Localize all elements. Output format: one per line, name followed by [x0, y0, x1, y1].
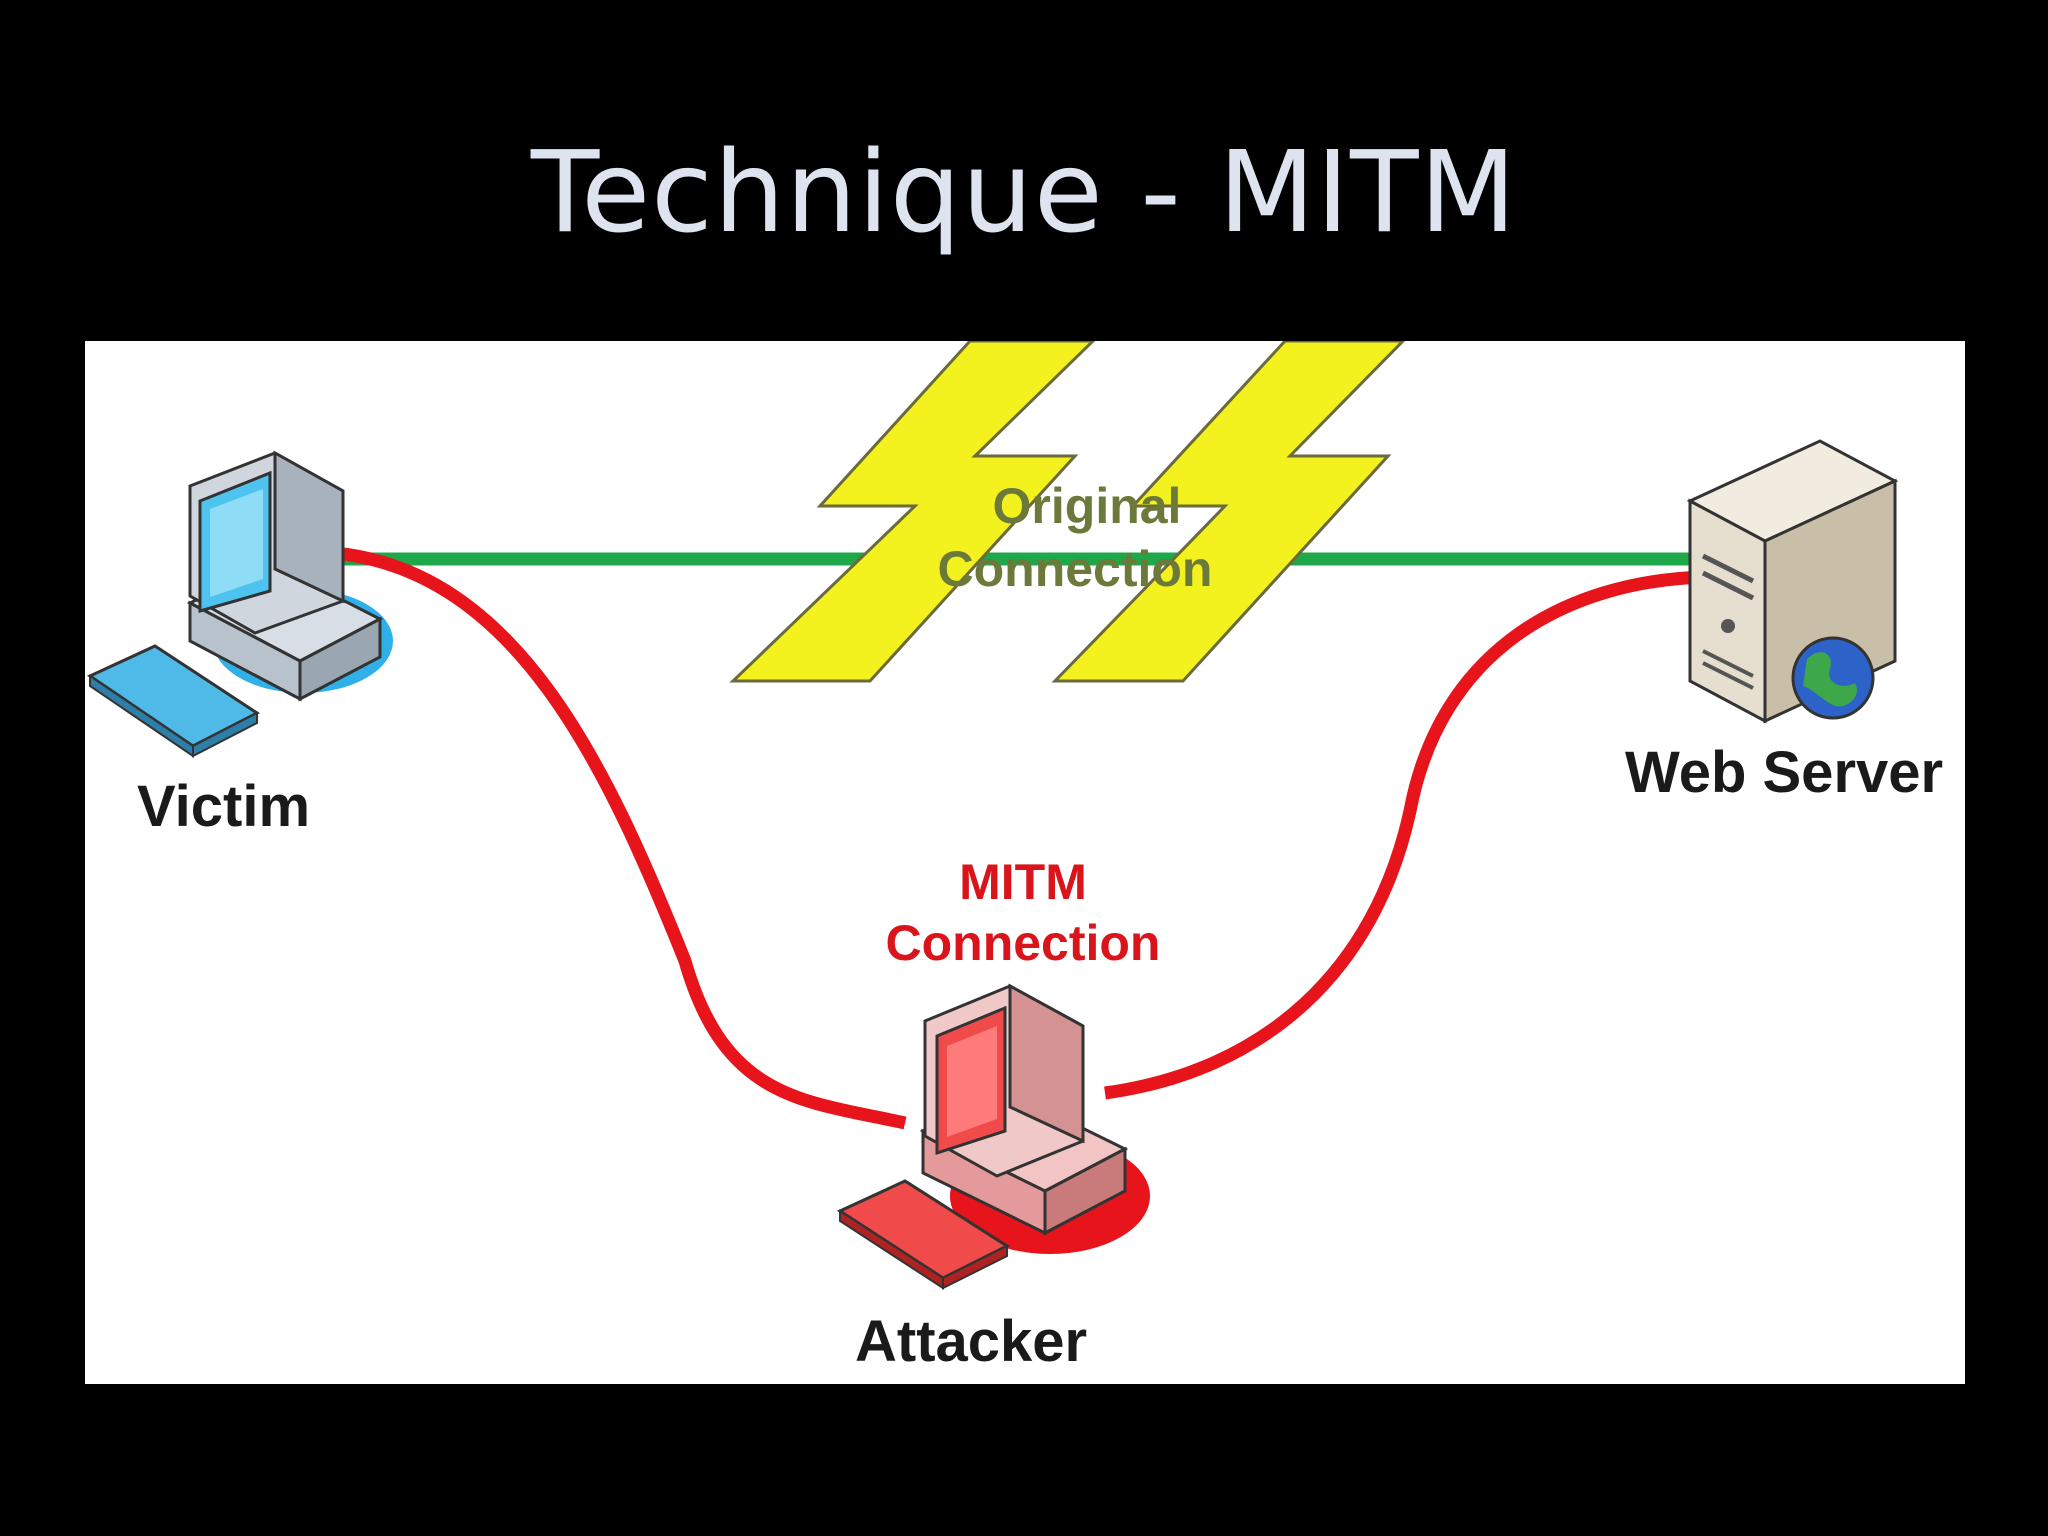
victim-computer-icon — [86, 450, 393, 758]
mitm-connection-label-line2: Connection — [886, 915, 1161, 971]
victim-label: Victim — [137, 774, 310, 839]
network-diagram: Victim Web Server — [86, 341, 1943, 1374]
web-server-icon — [1686, 439, 1899, 724]
mitm-connection-line — [334, 546, 1706, 1130]
original-connection-label-line1: Original — [993, 478, 1182, 534]
original-connection-label-line2: Connection — [938, 541, 1213, 597]
diagram-panel: Victim Web Server — [85, 341, 1965, 1384]
attacker-computer-icon — [836, 983, 1150, 1290]
mitm-connection-label-line1: MITM — [959, 854, 1087, 910]
web-server-label: Web Server — [1625, 740, 1943, 805]
lightning-bolt-icon — [729, 341, 1096, 683]
attacker-label: Attacker — [855, 1309, 1087, 1374]
slide-title: Technique - MITM — [530, 128, 1518, 258]
lightning-bolt-icon — [1051, 341, 1406, 683]
